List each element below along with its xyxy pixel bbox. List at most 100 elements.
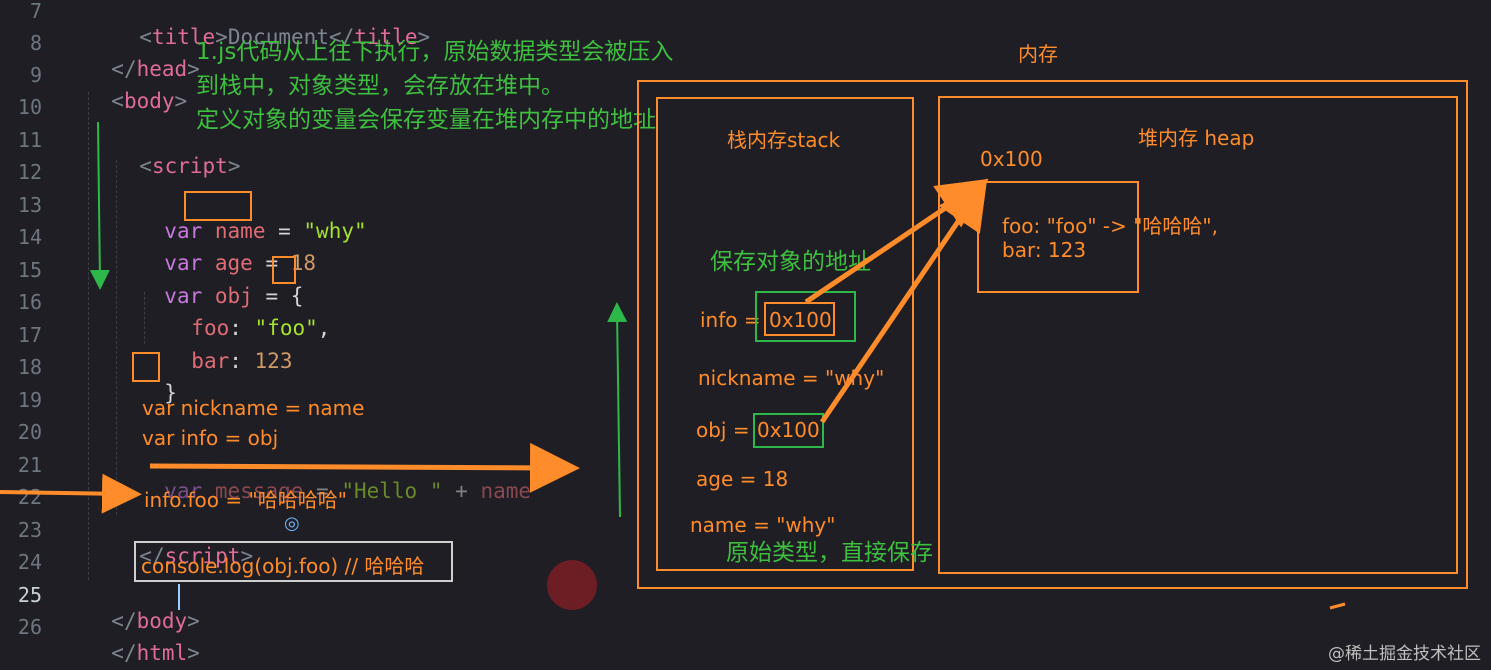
operator: = — [265, 219, 304, 243]
code-line-9[interactable]: <body> — [86, 62, 187, 114]
info-address-orange-box — [764, 302, 835, 336]
line-number: 26 — [17, 615, 42, 639]
close-brace-highlight-box — [132, 352, 160, 382]
tag-bracket: > — [227, 154, 241, 178]
console-log-note: console.log(obj.foo) // 哈哈哈 — [141, 554, 425, 578]
number-literal: 123 — [254, 349, 293, 373]
heap-box — [938, 96, 1458, 574]
tag-name: body — [136, 609, 188, 633]
keyword: var — [164, 284, 203, 308]
line-number: 14 — [17, 225, 42, 249]
code-line-8[interactable]: </head> — [86, 30, 200, 82]
stack-info-value: 0x100 — [769, 308, 832, 332]
line-number-gutter: 7 8 9 10 11 12 13 14 15 16 17 18 19 20 2… — [0, 0, 60, 670]
code-line-17[interactable]: bar: 123 — [166, 322, 292, 374]
down-execution-arrow — [89, 121, 110, 290]
text-cursor — [178, 584, 180, 610]
brace: } — [164, 381, 177, 405]
tag-name: html — [136, 641, 188, 665]
colon: : — [229, 349, 255, 373]
nickname-code-note: var nickname = name — [142, 396, 365, 420]
variable-name: name — [214, 219, 266, 243]
property-key: foo — [191, 316, 230, 340]
memory-outer-box — [637, 80, 1468, 589]
watermark: @稀土掘金技术社区 — [1328, 644, 1481, 664]
variable-name: name — [480, 479, 532, 503]
tag-name: body — [123, 89, 175, 113]
comma: , — [317, 316, 331, 340]
info-address-green-box — [755, 291, 856, 342]
string-literal: "foo" — [254, 316, 318, 340]
tag-bracket: > — [187, 57, 200, 81]
obj-to-heap-arrow — [819, 178, 988, 424]
line-number-active: 25 — [17, 583, 42, 607]
operator: = — [303, 479, 342, 503]
stack-box — [656, 97, 914, 571]
keyword: var — [164, 219, 203, 243]
recording-indicator — [547, 560, 597, 610]
execution-note-line1: 1.js代码从上往下执行，原始数据类型会被压入 — [196, 39, 674, 65]
code-line-11[interactable]: <script> — [114, 127, 240, 179]
stack-age: age = 18 — [696, 467, 789, 491]
code-line-23[interactable]: </script> — [114, 517, 253, 569]
stack-obj-label: obj = — [696, 418, 750, 442]
line-number: 18 — [17, 355, 42, 379]
code-line-16[interactable]: foo: "foo", — [166, 289, 330, 341]
code-line-18[interactable]: } — [139, 354, 177, 406]
line-number: 15 — [17, 258, 42, 282]
save-address-note: 保存对象的地址 — [710, 249, 871, 275]
line-number: 9 — [29, 63, 42, 87]
code-line-21[interactable]: var message = "Hello " + name — [139, 452, 531, 504]
memory-title: 内存 — [1018, 42, 1058, 66]
up-stack-arrow — [607, 302, 628, 518]
tag-name: script — [151, 154, 228, 178]
line-number: 24 — [17, 550, 42, 574]
indent-guide — [144, 292, 145, 344]
tag-name: head — [136, 57, 188, 81]
keyword: var — [164, 479, 203, 503]
code-line-14[interactable]: var age = 18 — [139, 224, 316, 276]
string-literal: "why" — [303, 219, 367, 243]
obj-address-green-box — [753, 413, 824, 448]
edge-arrow-fragment — [1329, 602, 1346, 610]
spinner-icon: ◎ — [284, 513, 300, 534]
stack-obj-value: 0x100 — [757, 418, 820, 442]
operator: + — [442, 479, 481, 503]
variable-name: age — [214, 251, 253, 275]
code-line-26[interactable]: </html> — [86, 614, 200, 666]
indent-guide — [116, 160, 117, 515]
info-to-heap-arrow — [804, 178, 989, 305]
code-line-25[interactable]: </body> — [86, 582, 200, 634]
tag-bracket: </ — [111, 609, 137, 633]
code-line-7[interactable]: <title>Document</title> — [114, 0, 430, 50]
tag-content: >Document</ — [215, 25, 355, 49]
tag-bracket: </ — [139, 544, 165, 568]
heap-object-box — [977, 181, 1139, 293]
tag-bracket: > — [417, 25, 431, 49]
operator: = — [252, 284, 291, 308]
variable-name: message — [214, 479, 304, 503]
code-line-15[interactable]: var obj = { — [139, 257, 303, 309]
tag-bracket: > — [240, 544, 254, 568]
info-foo-arrow — [0, 473, 142, 514]
open-brace-highlight-box — [272, 256, 296, 284]
code-line-13[interactable]: var name = "why" — [139, 192, 367, 244]
line-number: 10 — [17, 95, 42, 119]
property-key: bar — [191, 349, 230, 373]
line-number: 13 — [17, 193, 42, 217]
tag-bracket: < — [111, 89, 124, 113]
tag-bracket: > — [187, 641, 200, 665]
keyword: var — [164, 251, 203, 275]
tag-name: title — [354, 25, 418, 49]
execution-note-line3: 定义对象的变量会保存变量在堆内存中的地址 — [196, 107, 656, 133]
line-number: 16 — [17, 290, 42, 314]
tag-bracket: </ — [111, 57, 137, 81]
stack-name: name = "why" — [690, 513, 836, 537]
line-number: 20 — [17, 420, 42, 444]
info-code-note: var info = obj — [142, 426, 279, 450]
variable-name: obj — [214, 284, 253, 308]
tag-bracket: > — [187, 609, 200, 633]
line-number: 23 — [17, 518, 42, 542]
stack-title: 栈内存stack — [727, 128, 841, 152]
